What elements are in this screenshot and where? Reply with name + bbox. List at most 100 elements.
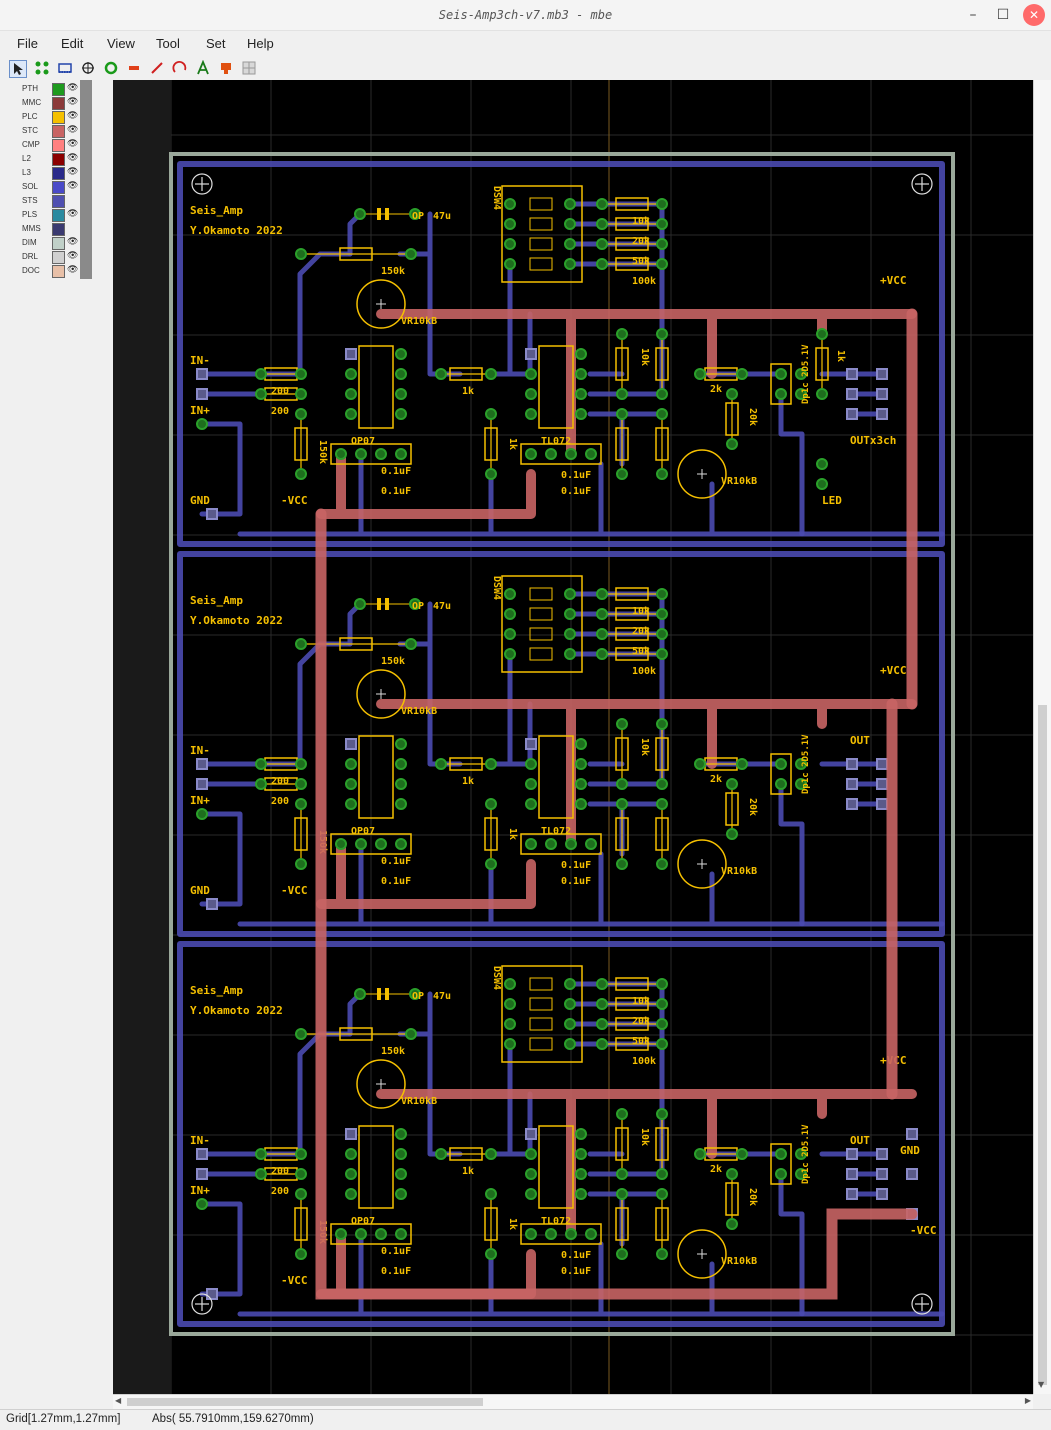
layer-color-swatch[interactable] bbox=[52, 125, 65, 138]
scroll-left-arrow[interactable]: ◀ bbox=[115, 1396, 122, 1405]
line-icon[interactable] bbox=[148, 60, 166, 78]
pad bbox=[295, 1148, 307, 1160]
layer-color-swatch[interactable] bbox=[52, 153, 65, 166]
pad-icon[interactable] bbox=[125, 60, 143, 78]
input-plus-label: IN+ bbox=[190, 794, 210, 807]
resistor bbox=[615, 408, 629, 480]
silk-label: 0.1uF bbox=[381, 876, 411, 887]
layer-color-swatch[interactable] bbox=[52, 251, 65, 264]
eye-icon[interactable]: 👁 bbox=[67, 83, 79, 93]
eye-icon[interactable]: 👁 bbox=[67, 153, 79, 163]
eye-icon[interactable]: 👁 bbox=[67, 209, 79, 219]
layer-color-swatch[interactable] bbox=[52, 195, 65, 208]
layer-row-mmc[interactable]: MMC👁 bbox=[0, 97, 113, 111]
layer-row-pls[interactable]: PLS👁 bbox=[0, 209, 113, 223]
silk-label: 10k bbox=[639, 348, 650, 366]
footprint-icon[interactable] bbox=[56, 60, 74, 78]
eye-icon[interactable]: 👁 bbox=[67, 97, 79, 107]
text-icon[interactable] bbox=[194, 59, 212, 78]
output-label: OUTx3ch bbox=[850, 434, 896, 447]
ic-body bbox=[538, 1125, 574, 1209]
horizontal-scroll-thumb[interactable] bbox=[127, 1398, 483, 1406]
pad bbox=[395, 738, 407, 750]
eye-icon[interactable]: 👁 bbox=[67, 139, 79, 149]
eye-icon[interactable]: 👁 bbox=[67, 251, 79, 261]
layer-color-swatch[interactable] bbox=[52, 83, 65, 96]
layer-row-l2[interactable]: L2👁 bbox=[0, 153, 113, 167]
pad bbox=[656, 978, 668, 990]
pad bbox=[395, 778, 407, 790]
square-pad bbox=[525, 348, 537, 360]
eye-icon[interactable]: 👁 bbox=[67, 265, 79, 275]
component-icon[interactable] bbox=[33, 60, 51, 78]
minimize-button[interactable]: – bbox=[969, 7, 977, 23]
layer-row-l3[interactable]: L3👁 bbox=[0, 167, 113, 181]
vertical-scrollbar[interactable]: ▼ bbox=[1033, 80, 1051, 1394]
channel-1: 150k200200150k1k1kDSW410k20k50k100k10k2k… bbox=[177, 161, 945, 547]
layer-row-pth[interactable]: PTH👁 bbox=[0, 83, 113, 97]
grid-icon[interactable] bbox=[240, 60, 258, 78]
menu-file[interactable]: File bbox=[17, 36, 38, 51]
scroll-down-arrow[interactable]: ▼ bbox=[1038, 1380, 1045, 1389]
vertical-scroll-thumb[interactable] bbox=[1038, 705, 1047, 1385]
layer-row-plc[interactable]: PLC👁 bbox=[0, 111, 113, 125]
horizontal-scrollbar[interactable]: ◀ ▶ bbox=[113, 1394, 1033, 1409]
eye-icon[interactable]: 👁 bbox=[67, 237, 79, 247]
square-pad bbox=[906, 1168, 918, 1180]
via-icon[interactable] bbox=[102, 60, 120, 78]
maximize-button[interactable]: ☐ bbox=[996, 7, 1010, 23]
layer-row-sol[interactable]: SOL👁 bbox=[0, 181, 113, 195]
close-button[interactable]: ✕ bbox=[1023, 4, 1045, 26]
pad bbox=[656, 218, 668, 230]
silk-label: 1k bbox=[835, 350, 846, 362]
pad bbox=[504, 628, 516, 640]
pad bbox=[656, 858, 668, 870]
pad bbox=[564, 198, 576, 210]
layer-row-mms[interactable]: MMS bbox=[0, 223, 113, 237]
menu-set[interactable]: Set bbox=[206, 36, 226, 51]
pad bbox=[656, 1188, 668, 1200]
eye-icon[interactable]: 👁 bbox=[67, 181, 79, 191]
menu-help[interactable]: Help bbox=[247, 36, 274, 51]
layer-panel-scrollbar[interactable] bbox=[80, 83, 92, 279]
silk-label: 50k bbox=[632, 1036, 650, 1047]
layer-row-cmp[interactable]: CMP👁 bbox=[0, 139, 113, 153]
vee-trace bbox=[316, 449, 536, 519]
layer-color-swatch[interactable] bbox=[52, 223, 65, 236]
layer-color-swatch[interactable] bbox=[52, 167, 65, 180]
crosshair-icon[interactable] bbox=[79, 60, 97, 78]
eye-icon[interactable]: 👁 bbox=[67, 167, 79, 177]
pad bbox=[656, 1038, 668, 1050]
square-pad bbox=[846, 758, 858, 770]
layer-row-dim[interactable]: DIM👁 bbox=[0, 237, 113, 251]
eye-icon[interactable]: 👁 bbox=[67, 111, 79, 121]
menu-tool[interactable]: Tool bbox=[156, 36, 180, 51]
layer-color-swatch[interactable] bbox=[52, 111, 65, 124]
eye-icon[interactable]: 👁 bbox=[67, 125, 79, 135]
vcc-plus-label: +VCC bbox=[880, 664, 907, 677]
layer-color-swatch[interactable] bbox=[52, 139, 65, 152]
window-title: Seis-Amp3ch-v7.mb3 - mbe bbox=[438, 8, 613, 22]
resistor-body bbox=[294, 817, 308, 851]
resistor bbox=[596, 627, 668, 641]
fill-icon[interactable] bbox=[217, 60, 235, 78]
menu-edit[interactable]: Edit bbox=[61, 36, 84, 51]
layer-row-sts[interactable]: STS bbox=[0, 195, 113, 209]
pointer-icon[interactable] bbox=[9, 60, 27, 78]
scroll-right-arrow[interactable]: ▶ bbox=[1024, 1396, 1031, 1405]
layer-row-drl[interactable]: DRL👁 bbox=[0, 251, 113, 265]
pad bbox=[345, 1188, 357, 1200]
layer-row-doc[interactable]: DOC👁 bbox=[0, 265, 113, 279]
menu-view[interactable]: View bbox=[107, 36, 135, 51]
layer-color-swatch[interactable] bbox=[52, 237, 65, 250]
layer-color-swatch[interactable] bbox=[52, 209, 65, 222]
arc-icon[interactable] bbox=[171, 60, 189, 78]
layer-color-swatch[interactable] bbox=[52, 97, 65, 110]
channel-title: Seis_Amp bbox=[190, 204, 243, 217]
layer-color-swatch[interactable] bbox=[52, 181, 65, 194]
pcb-drawing[interactable]: 150k200200150k1k1kDSW410k20k50k100k10k2k… bbox=[113, 80, 1033, 1394]
layer-row-stc[interactable]: STC👁 bbox=[0, 125, 113, 139]
pad bbox=[255, 778, 267, 790]
layer-color-swatch[interactable] bbox=[52, 265, 65, 278]
